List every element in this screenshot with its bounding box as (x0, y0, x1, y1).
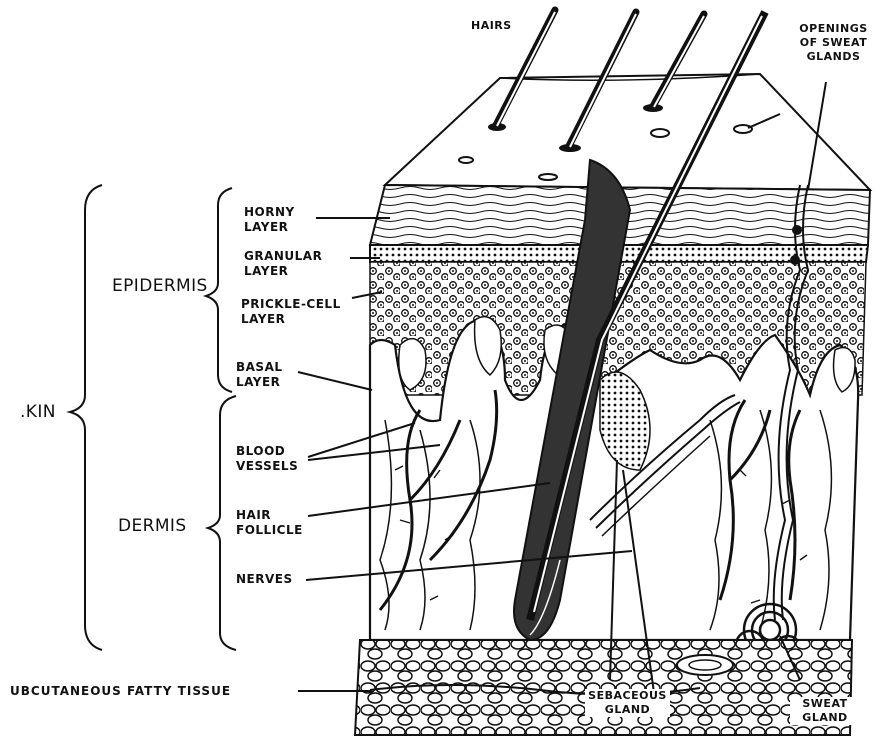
label-hairs: HAIRS (471, 19, 512, 33)
label-hair-follicle: HAIR FOLLICLE (236, 508, 303, 538)
label-dermis: DERMIS (118, 516, 187, 536)
label-openings-line-2: OF SWEAT (786, 36, 881, 50)
label-subcutaneous-fatty-tissue: UBCUTANEOUS FATTY TISSUE (10, 684, 231, 699)
skin-surface (385, 74, 870, 190)
label-prickle-line-2: LAYER (241, 312, 341, 327)
label-openings-line-1: OPENINGS (786, 22, 881, 36)
label-openings-line-3: GLANDS (786, 50, 881, 64)
sebaceous-gland (677, 655, 733, 675)
label-sebaceous-line-1: SEBACEOUS (585, 689, 670, 703)
subcutaneous-fat-layer (355, 640, 852, 735)
braces (70, 185, 236, 650)
label-horny-layer: HORNY LAYER (244, 205, 295, 235)
label-nerves: NERVES (236, 572, 293, 587)
label-basal-line-2: LAYER (236, 375, 283, 390)
label-blood-line-1: BLOOD (236, 444, 298, 459)
label-sebaceous-line-2: GLAND (585, 703, 670, 717)
label-prickle-cell-layer: PRICKLE-CELL LAYER (241, 297, 341, 327)
label-epidermis: EPIDERMIS (112, 276, 208, 296)
label-sebaceous-gland: SEBACEOUS GLAND (585, 689, 670, 717)
label-sweat-gland: SWEAT GLAND (790, 697, 860, 725)
label-horny-line-2: LAYER (244, 220, 295, 235)
label-granular-line-2: LAYER (244, 264, 322, 279)
label-granular-layer: GRANULAR LAYER (244, 249, 322, 279)
label-basal-line-1: BASAL (236, 360, 283, 375)
label-granular-line-1: GRANULAR (244, 249, 322, 264)
label-follicle-line-2: FOLLICLE (236, 523, 303, 538)
label-blood-line-2: VESSELS (236, 459, 298, 474)
label-horny-line-1: HORNY (244, 205, 295, 220)
label-sweat-line-2: GLAND (790, 711, 860, 725)
label-sweat-line-1: SWEAT (790, 697, 860, 711)
label-follicle-line-1: HAIR (236, 508, 303, 523)
label-openings-of-sweat-glands: OPENINGS OF SWEAT GLANDS (786, 22, 881, 64)
label-basal-layer: BASAL LAYER (236, 360, 283, 390)
label-skin: .KIN (20, 402, 56, 422)
label-prickle-line-1: PRICKLE-CELL (241, 297, 341, 312)
label-blood-vessels: BLOOD VESSELS (236, 444, 298, 474)
